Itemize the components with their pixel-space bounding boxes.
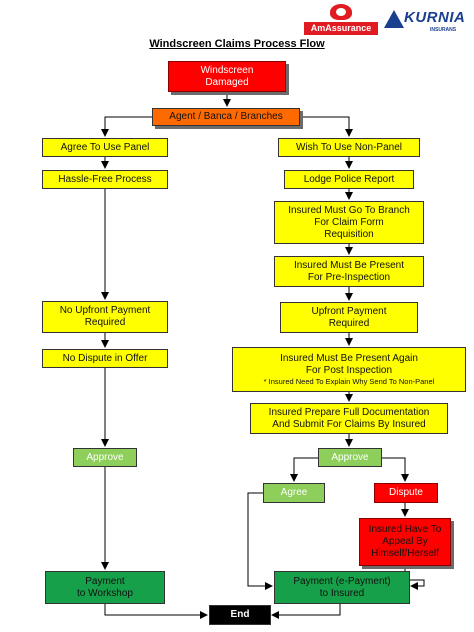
amassurance-logo: AmAssurance	[304, 4, 378, 36]
node-wish-to-use-non-panel: Wish To Use Non-Panel	[278, 138, 420, 157]
post-inspection-note: * Insured Need To Explain Why Send To No…	[263, 377, 435, 386]
node-upfront-payment-required: Upfront Payment Required	[280, 302, 418, 333]
node-no-upfront-payment: No Upfront Payment Required	[42, 301, 168, 333]
node-hassle-free-process: Hassle-Free Process	[42, 170, 168, 189]
node-lodge-police-report: Lodge Police Report	[284, 170, 414, 189]
kurnia-wordmark: KURNIA	[404, 9, 466, 26]
node-agree-to-use-panel: Agree To Use Panel	[42, 138, 168, 157]
node-end: End	[209, 605, 271, 625]
amassurance-emblem-icon	[330, 4, 352, 20]
node-windscreen-damaged: Windscreen Damaged	[168, 61, 286, 92]
node-post-inspection: Insured Must Be Present Again For Post I…	[232, 347, 466, 392]
node-approve-left: Approve	[73, 448, 137, 467]
node-payment-to-workshop: Payment to Workshop	[45, 571, 165, 604]
node-dispute: Dispute	[374, 483, 438, 503]
node-pre-inspection: Insured Must Be Present For Pre-Inspecti…	[274, 256, 424, 287]
post-inspection-text: Insured Must Be Present Again For Post I…	[280, 353, 418, 376]
node-agent-banca-branches: Agent / Banca / Branches	[152, 108, 300, 126]
node-appeal-by-insured: Insured Have To Appeal By Himself/Hersel…	[359, 518, 451, 566]
kurnia-emblem-icon	[384, 10, 404, 28]
node-no-dispute-in-offer: No Dispute in Offer	[42, 349, 168, 368]
diagram-title: Windscreen Claims Process Flow	[149, 38, 325, 50]
node-go-to-branch: Insured Must Go To Branch For Claim Form…	[274, 201, 424, 244]
kurnia-logo: KURNIA INSURANS	[382, 6, 472, 36]
node-approve-right: Approve	[318, 448, 382, 467]
amassurance-wordmark: AmAssurance	[304, 22, 378, 35]
kurnia-subtitle: INSURANS	[430, 27, 457, 33]
node-full-documentation: Insured Prepare Full Documentation And S…	[250, 403, 448, 434]
node-agree: Agree	[263, 483, 325, 503]
node-payment-to-insured: Payment (e-Payment) to Insured	[274, 571, 410, 604]
